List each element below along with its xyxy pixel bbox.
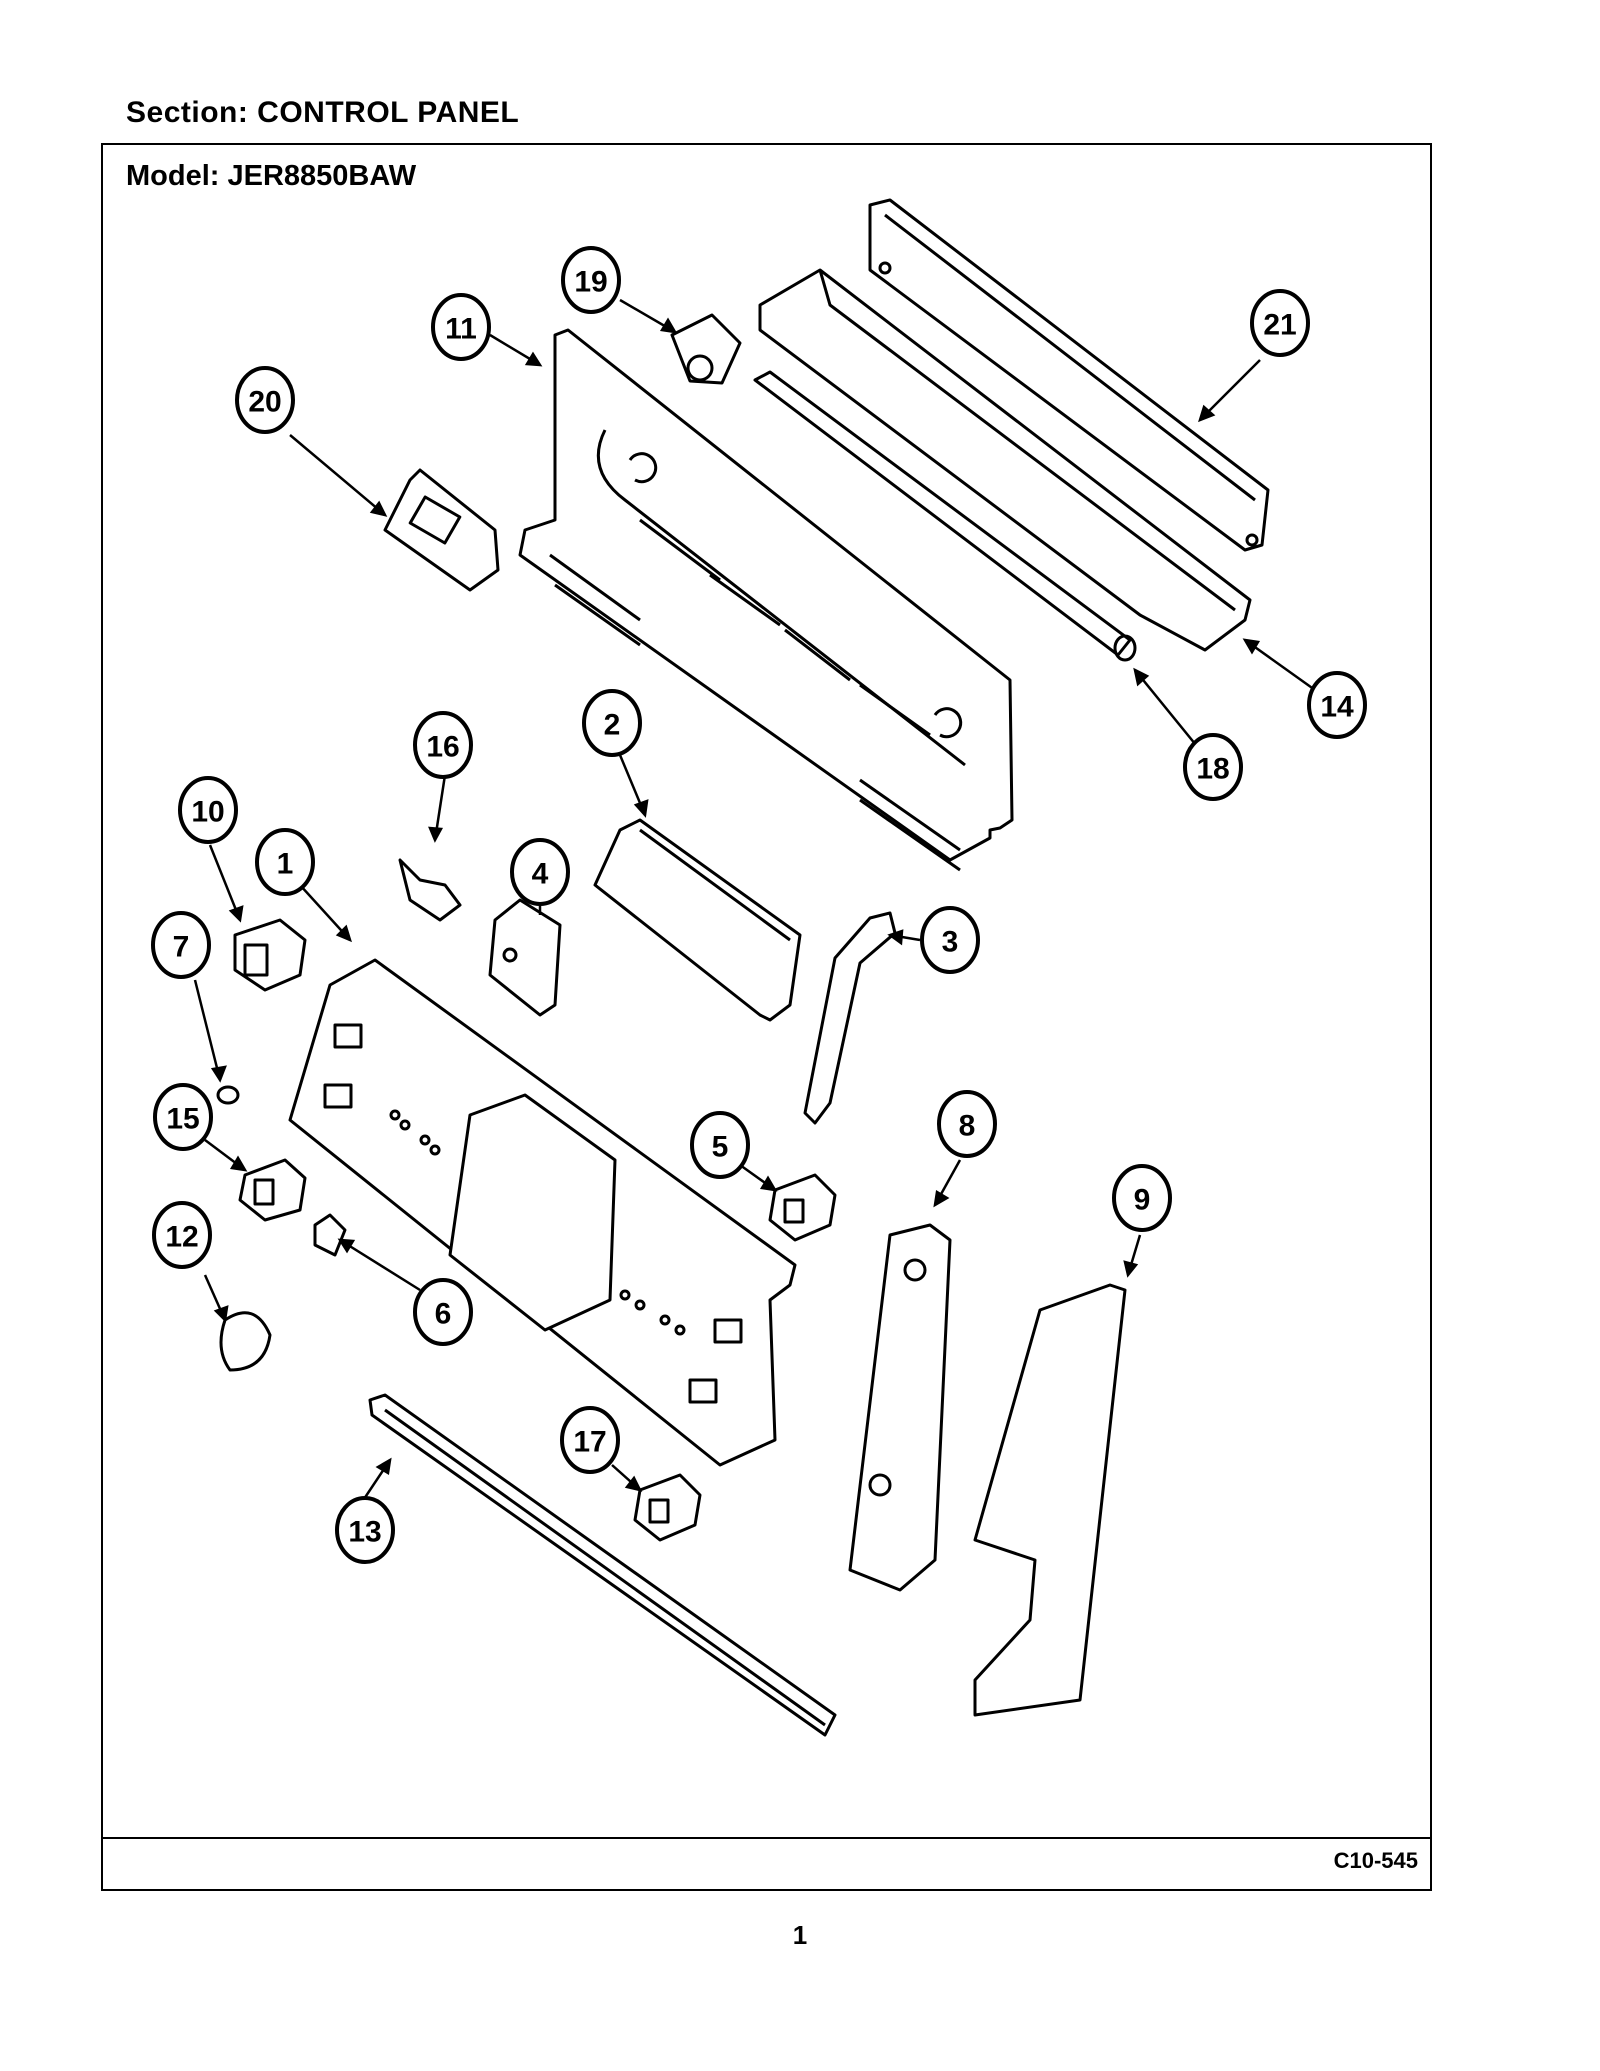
callout-20: 20 bbox=[248, 386, 281, 419]
callout-10: 10 bbox=[191, 796, 224, 829]
model-title: Model: JER8850BAW bbox=[126, 160, 417, 192]
callout-3: 3 bbox=[942, 926, 959, 959]
part-16-clip bbox=[398, 858, 462, 922]
callout-4: 4 bbox=[532, 858, 549, 891]
callout-5: 5 bbox=[712, 1131, 729, 1164]
part-4-switch-block bbox=[488, 898, 562, 1017]
part-2-electronic-control bbox=[593, 818, 802, 1022]
part-17-switch bbox=[633, 1473, 702, 1542]
leader-lines bbox=[193, 298, 1316, 1506]
callout-circles bbox=[151, 246, 1367, 1564]
callout-2: 2 bbox=[604, 709, 621, 742]
callout-9: 9 bbox=[1134, 1184, 1151, 1217]
page-number: 1 bbox=[792, 1920, 808, 1950]
callout-11: 11 bbox=[445, 313, 477, 346]
part-11-back-panel bbox=[518, 328, 1014, 872]
callout-15: 15 bbox=[166, 1103, 199, 1136]
callout-7: 7 bbox=[173, 931, 190, 964]
part-18-lamp-tube bbox=[753, 370, 1137, 662]
callout-18: 18 bbox=[1196, 753, 1229, 786]
callout-13: 13 bbox=[348, 1516, 381, 1549]
part-6-small-switch bbox=[313, 1213, 347, 1257]
part-5-switch bbox=[768, 1173, 837, 1242]
diagram-frame bbox=[101, 143, 1432, 1891]
diagram-code: C10-545 bbox=[1333, 1848, 1418, 1873]
callout-19: 19 bbox=[574, 266, 607, 299]
part-15-switch bbox=[238, 1158, 307, 1222]
callout-1: 1 bbox=[277, 848, 294, 881]
section-title: Section: CONTROL PANEL bbox=[126, 96, 520, 129]
part-7-small-button bbox=[216, 1085, 240, 1105]
part-1-control-panel bbox=[288, 958, 797, 1467]
part-12-knob bbox=[219, 1311, 272, 1372]
callout-8: 8 bbox=[959, 1110, 976, 1143]
callout-14: 14 bbox=[1320, 691, 1354, 724]
part-20-transformer bbox=[383, 468, 500, 592]
part-9-end-cap bbox=[973, 1283, 1127, 1717]
part-10-rocker-switch bbox=[233, 918, 307, 992]
part-3-bracket bbox=[803, 911, 897, 1125]
callout-21: 21 bbox=[1263, 309, 1296, 342]
part-19-lamp-socket bbox=[670, 313, 742, 385]
part-21-trim-strip bbox=[868, 198, 1270, 552]
callout-17: 17 bbox=[573, 1426, 606, 1459]
part-14-top-extrusion bbox=[758, 268, 1252, 652]
callout-16: 16 bbox=[426, 731, 459, 764]
footer-divider bbox=[101, 1837, 1432, 1839]
callout-6: 6 bbox=[435, 1298, 452, 1331]
callout-12: 12 bbox=[165, 1221, 198, 1254]
part-13-bottom-trim bbox=[368, 1393, 837, 1737]
part-8-side-bracket bbox=[848, 1223, 952, 1592]
